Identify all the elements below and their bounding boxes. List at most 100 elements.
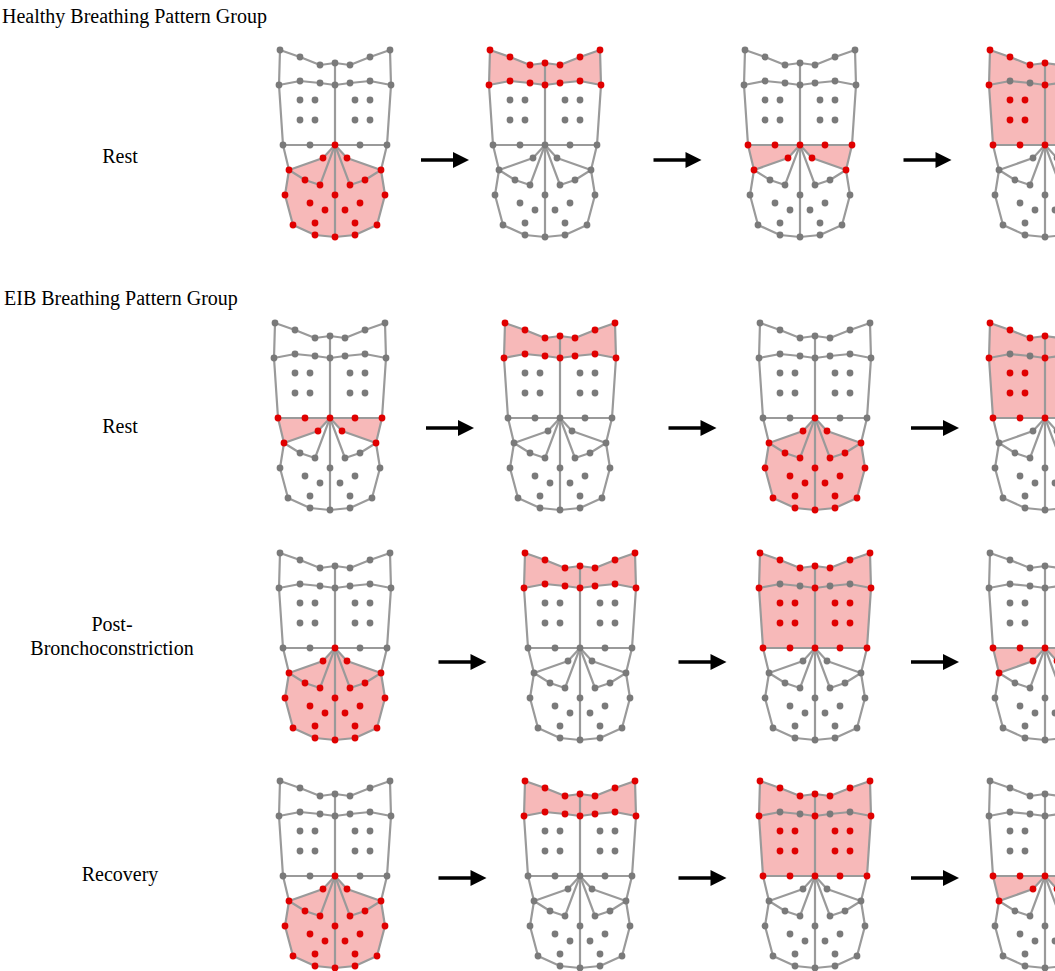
row-label: Recovery [50, 862, 190, 886]
marker-dot [592, 583, 599, 590]
marker-dot [337, 480, 344, 487]
marker-dot [577, 585, 584, 592]
highlight-region [765, 418, 865, 510]
marker-dot [572, 177, 579, 184]
marker-dot [357, 645, 364, 652]
marker-dot [1000, 495, 1007, 502]
marker-link [759, 781, 815, 968]
marker-dot [332, 923, 339, 930]
marker-dot [542, 557, 549, 564]
marker-dot [312, 232, 319, 239]
marker-dot [317, 583, 324, 590]
marker-dot [367, 78, 374, 85]
marker-dot [1027, 913, 1034, 920]
marker-dot [762, 97, 769, 104]
marker-link [489, 50, 545, 237]
marker-dot [1042, 585, 1049, 592]
marker-dot [388, 82, 395, 89]
marker-link [350, 673, 381, 688]
marker-dot [1022, 505, 1029, 512]
marker-dot [1042, 192, 1049, 199]
marker-dot [307, 493, 314, 500]
marker-dot [782, 182, 789, 189]
marker-dot [297, 581, 304, 588]
marker-link [759, 323, 815, 510]
marker-dot [612, 557, 619, 564]
marker-dot [312, 620, 319, 627]
marker-dot [822, 480, 829, 487]
marker-dot [812, 791, 819, 798]
marker-dot [824, 658, 831, 665]
marker-link [545, 418, 560, 458]
marker-dot [537, 370, 544, 377]
marker-link [754, 170, 785, 185]
marker-dot [837, 473, 844, 480]
marker-dot [797, 142, 804, 149]
marker-dot [276, 813, 283, 820]
marker-dot [592, 192, 599, 199]
marker-dot [307, 645, 314, 652]
marker-dot [1007, 809, 1014, 816]
marker-dot [797, 913, 804, 920]
marker-link [814, 336, 816, 418]
marker-dot [785, 155, 792, 162]
torso-figure [986, 778, 1055, 971]
marker-dot [312, 600, 319, 607]
marker-dot [1022, 370, 1029, 377]
marker-link [744, 50, 800, 237]
marker-dot [1012, 908, 1019, 915]
marker-link [999, 170, 1030, 185]
marker-dot [1042, 234, 1049, 241]
marker-dot [332, 82, 339, 89]
marker-dot [297, 117, 304, 124]
marker-dot [297, 809, 304, 816]
marker-dot [542, 335, 549, 342]
marker-dot [824, 428, 831, 435]
marker-dot [762, 695, 769, 702]
marker-dot [339, 428, 346, 435]
marker-dot [812, 507, 819, 514]
marker-dot [557, 735, 564, 742]
marker-dot [751, 167, 758, 174]
marker-dot [501, 355, 508, 362]
marker-dot [817, 97, 824, 104]
marker-dot [800, 886, 807, 893]
marker-dot [787, 931, 794, 938]
marker-dot [557, 620, 564, 627]
marker-dot [832, 54, 839, 61]
marker-dot [1042, 333, 1049, 340]
marker-dot [787, 473, 794, 480]
marker-dot [352, 220, 359, 227]
marker-dot [849, 142, 856, 149]
highlight-region [285, 876, 385, 968]
marker-dot [632, 550, 639, 557]
marker-dot [847, 600, 854, 607]
marker-dot [756, 813, 763, 820]
marker-dot [632, 778, 639, 785]
marker-dot [362, 908, 369, 915]
marker-link [785, 145, 800, 185]
marker-dot [535, 953, 542, 960]
marker-dot [817, 220, 824, 227]
marker-dot [1000, 953, 1007, 960]
marker-dot [522, 220, 529, 227]
marker-dot [327, 465, 334, 472]
marker-link [999, 673, 1030, 688]
marker-dot [277, 778, 284, 785]
marker-dot [382, 320, 389, 327]
marker-dot [992, 923, 999, 930]
marker-dot [603, 440, 610, 447]
marker-dot [332, 585, 339, 592]
marker-dot [352, 117, 359, 124]
marker-dot [797, 353, 804, 360]
marker-dot [987, 47, 994, 54]
marker-dot [843, 167, 850, 174]
marker-dot [382, 923, 389, 930]
marker-dot [577, 695, 584, 702]
marker-dot [332, 142, 339, 149]
sequence-arrow [426, 420, 474, 436]
marker-dot [552, 703, 559, 710]
marker-dot [367, 97, 374, 104]
marker-dot [760, 415, 767, 422]
marker-link [580, 648, 595, 688]
